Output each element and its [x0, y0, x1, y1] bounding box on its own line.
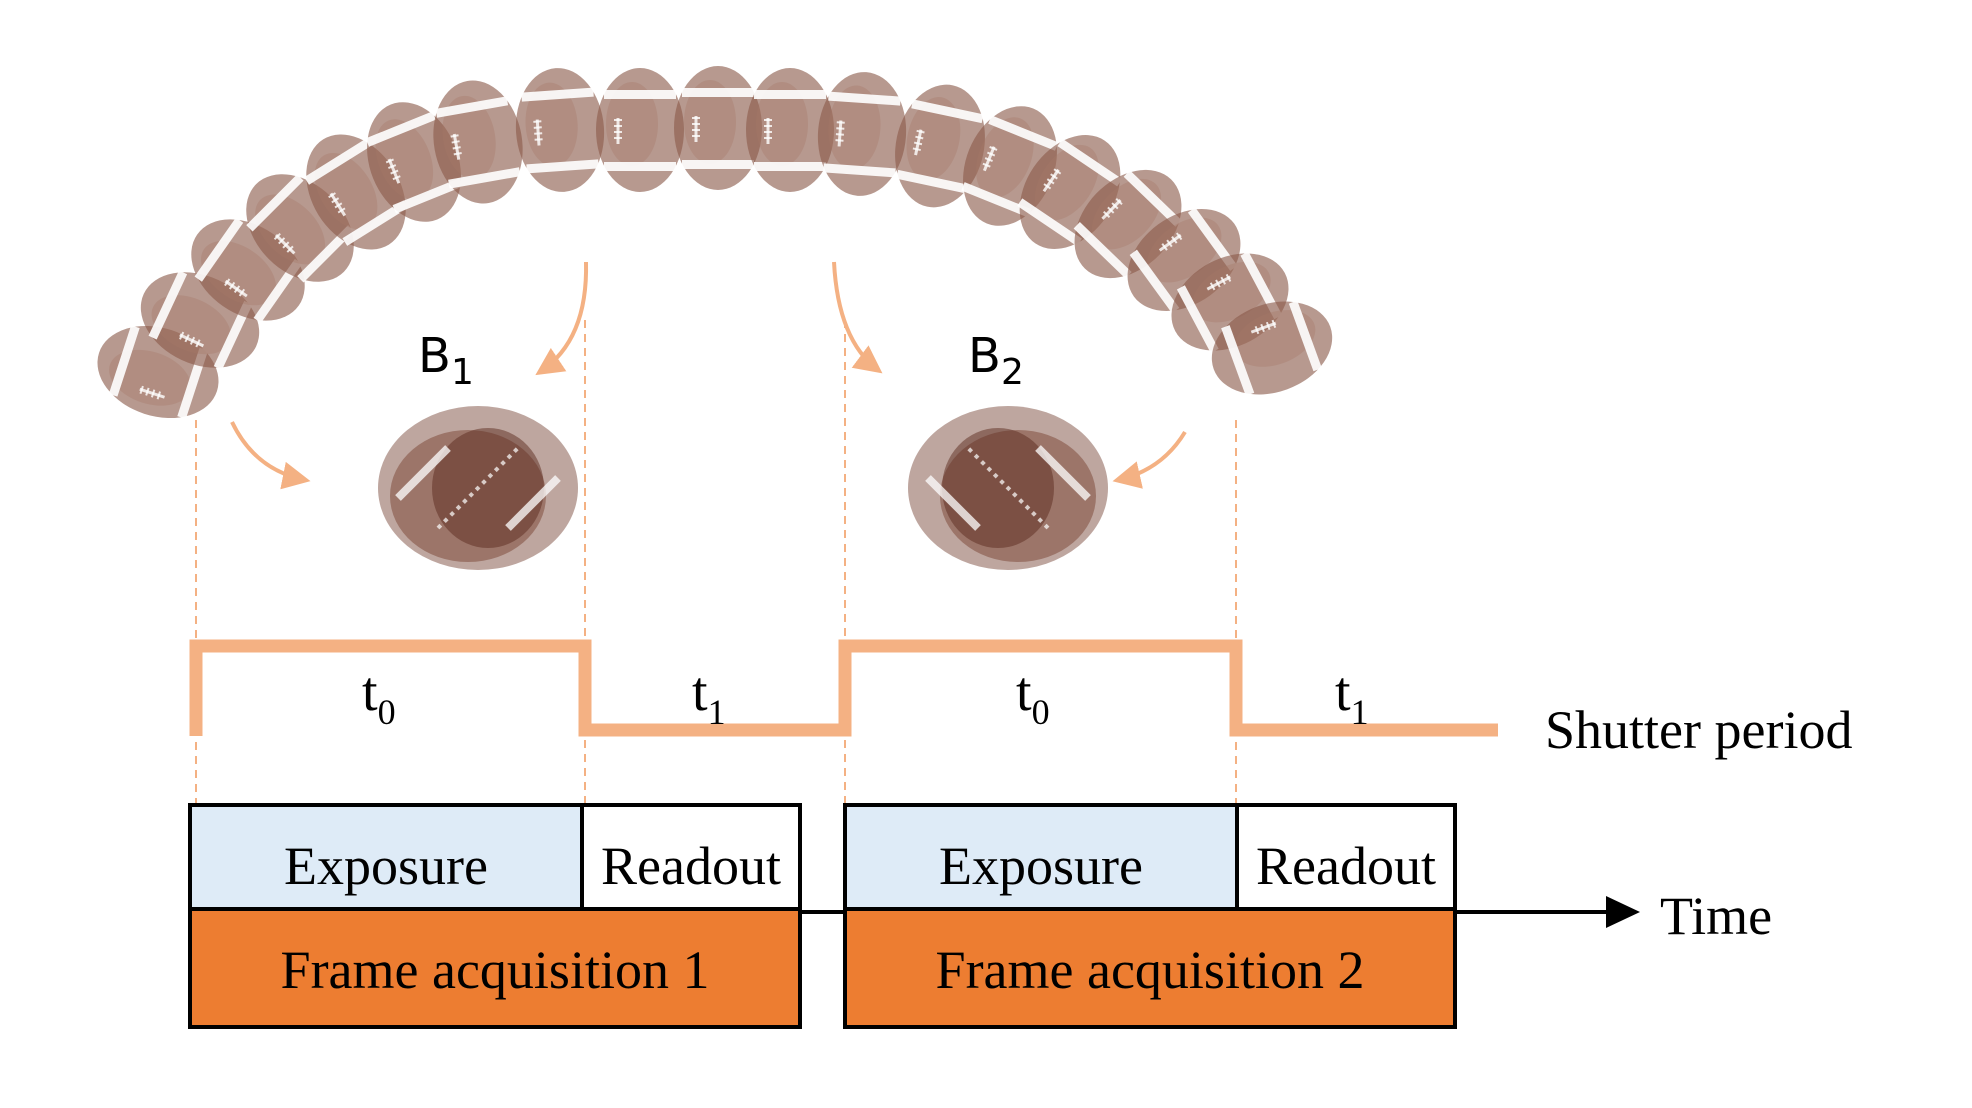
- ball-icon: [594, 66, 686, 194]
- shutter-interval-label: t0: [362, 661, 396, 732]
- exposure-label: Exposure: [939, 836, 1143, 896]
- motion-arrows: [230, 261, 1187, 490]
- readout-label: Readout: [601, 836, 781, 896]
- exposure-box: [843, 803, 1239, 911]
- readout-box: [1235, 803, 1457, 911]
- curved-arrow-icon: [1112, 430, 1187, 489]
- ball-trajectory: [83, 63, 1347, 435]
- acquisition-box: [188, 907, 802, 1029]
- exposure-label: Exposure: [284, 836, 488, 896]
- shutter-interval-label: t0: [1016, 661, 1050, 732]
- acquisition-label: Frame acquisition 2: [936, 940, 1365, 1000]
- curved-arrow-icon: [230, 421, 311, 490]
- shutter-interval-label: t1: [1335, 661, 1369, 732]
- frame-2: Exposure Readout Frame acquisition 2: [843, 803, 1457, 1029]
- curved-arrow-icon: [832, 261, 883, 374]
- time-arrow-icon: [1606, 896, 1640, 928]
- readout-label: Readout: [1256, 836, 1436, 896]
- curved-arrow-icon: [535, 261, 589, 376]
- blur-label-b1: B1: [418, 328, 474, 393]
- shutter-period-label: Shutter period: [1545, 700, 1852, 760]
- blurred-ball-2: [908, 406, 1108, 570]
- acquisition-box: [843, 907, 1457, 1029]
- acquisition-label: Frame acquisition 1: [281, 940, 710, 1000]
- ball-icon: [510, 63, 610, 197]
- shutter-waveform: [189, 639, 1498, 737]
- ball-icon: [812, 67, 912, 201]
- shutter-interval-label: t1: [692, 661, 726, 732]
- time-axis-label: Time: [1660, 886, 1772, 946]
- blurred-ball-1: [378, 406, 578, 570]
- frame-1: Exposure Readout Frame acquisition 1: [188, 803, 802, 1029]
- blur-label-b2: B2: [968, 328, 1024, 393]
